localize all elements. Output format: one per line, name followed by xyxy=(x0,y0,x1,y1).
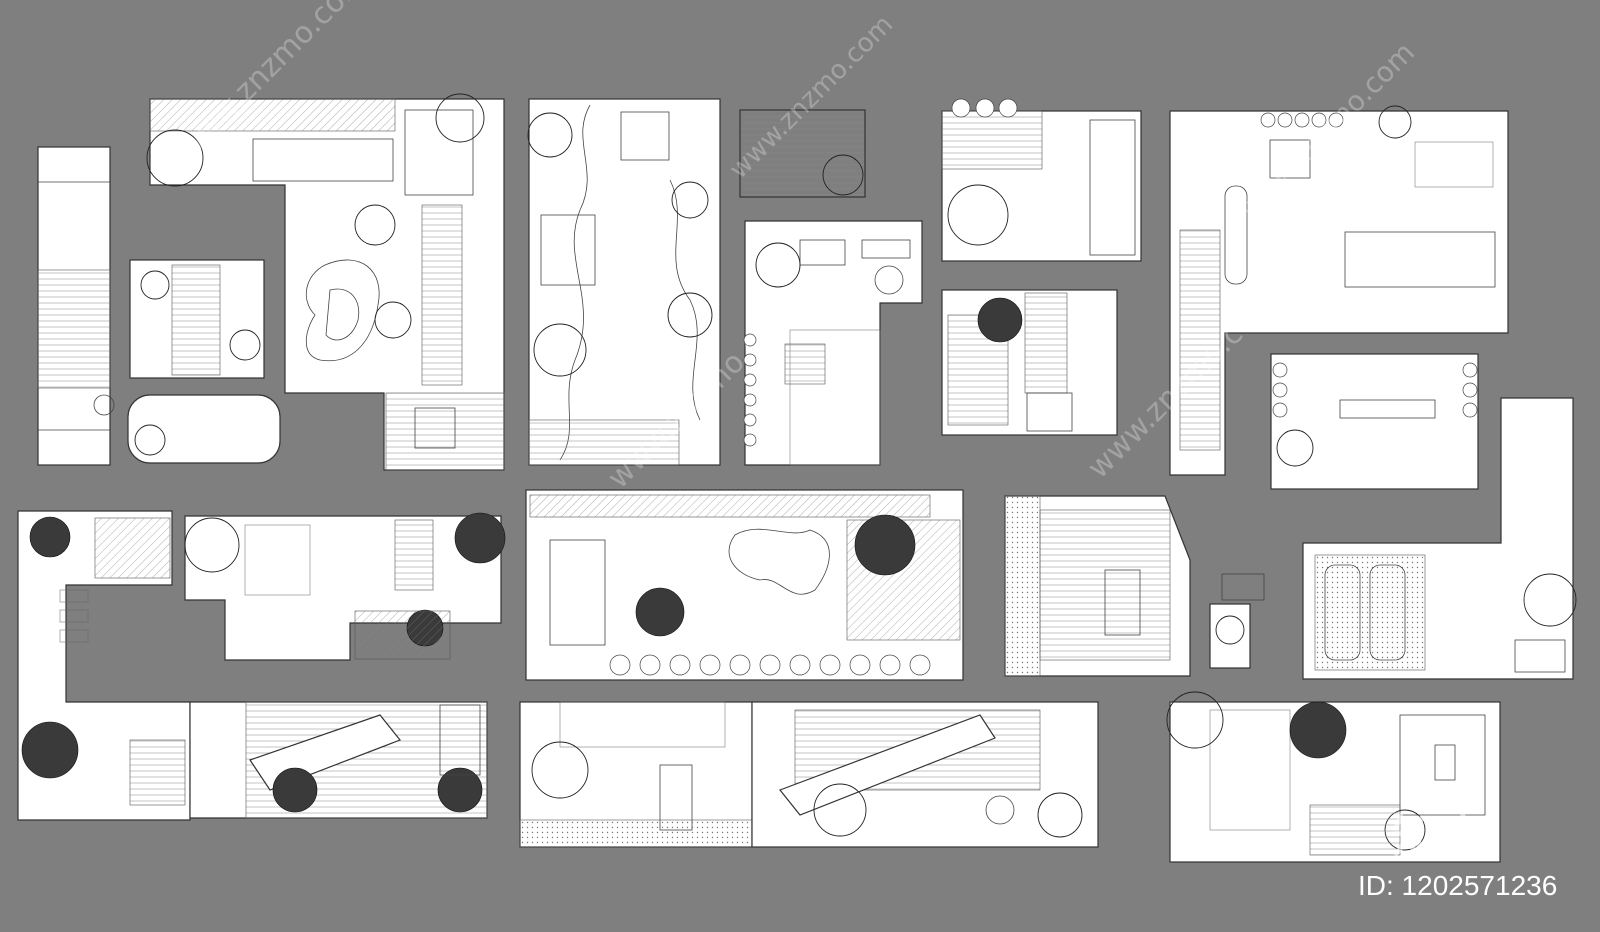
plan-central-garden xyxy=(525,489,964,681)
plan-round-trees xyxy=(184,512,506,661)
plan-pavilion-garden xyxy=(1166,691,1501,863)
plan-lounge xyxy=(743,220,923,466)
plan-stream-garden xyxy=(527,98,721,466)
plan-deck-pergola xyxy=(941,98,1142,262)
plan-driveway-car xyxy=(1169,105,1509,476)
plan-l-shaped xyxy=(17,510,191,821)
plan-small-deck xyxy=(739,109,866,198)
image-id-label: ID: 1202571236 xyxy=(1358,870,1558,901)
plan-angled-deck xyxy=(1004,495,1265,677)
plan-bottom-left-deck xyxy=(189,701,488,819)
plan-garage xyxy=(1302,397,1577,680)
plan-long-table xyxy=(1270,353,1479,490)
plan-right-deck xyxy=(751,701,1099,848)
logo-text: 知末 xyxy=(1392,809,1488,863)
plan-strip-left xyxy=(37,146,115,466)
plan-pool-garden xyxy=(127,93,505,471)
plan-dining-terrace xyxy=(519,701,753,848)
plan-courtyard-deck xyxy=(941,289,1118,436)
